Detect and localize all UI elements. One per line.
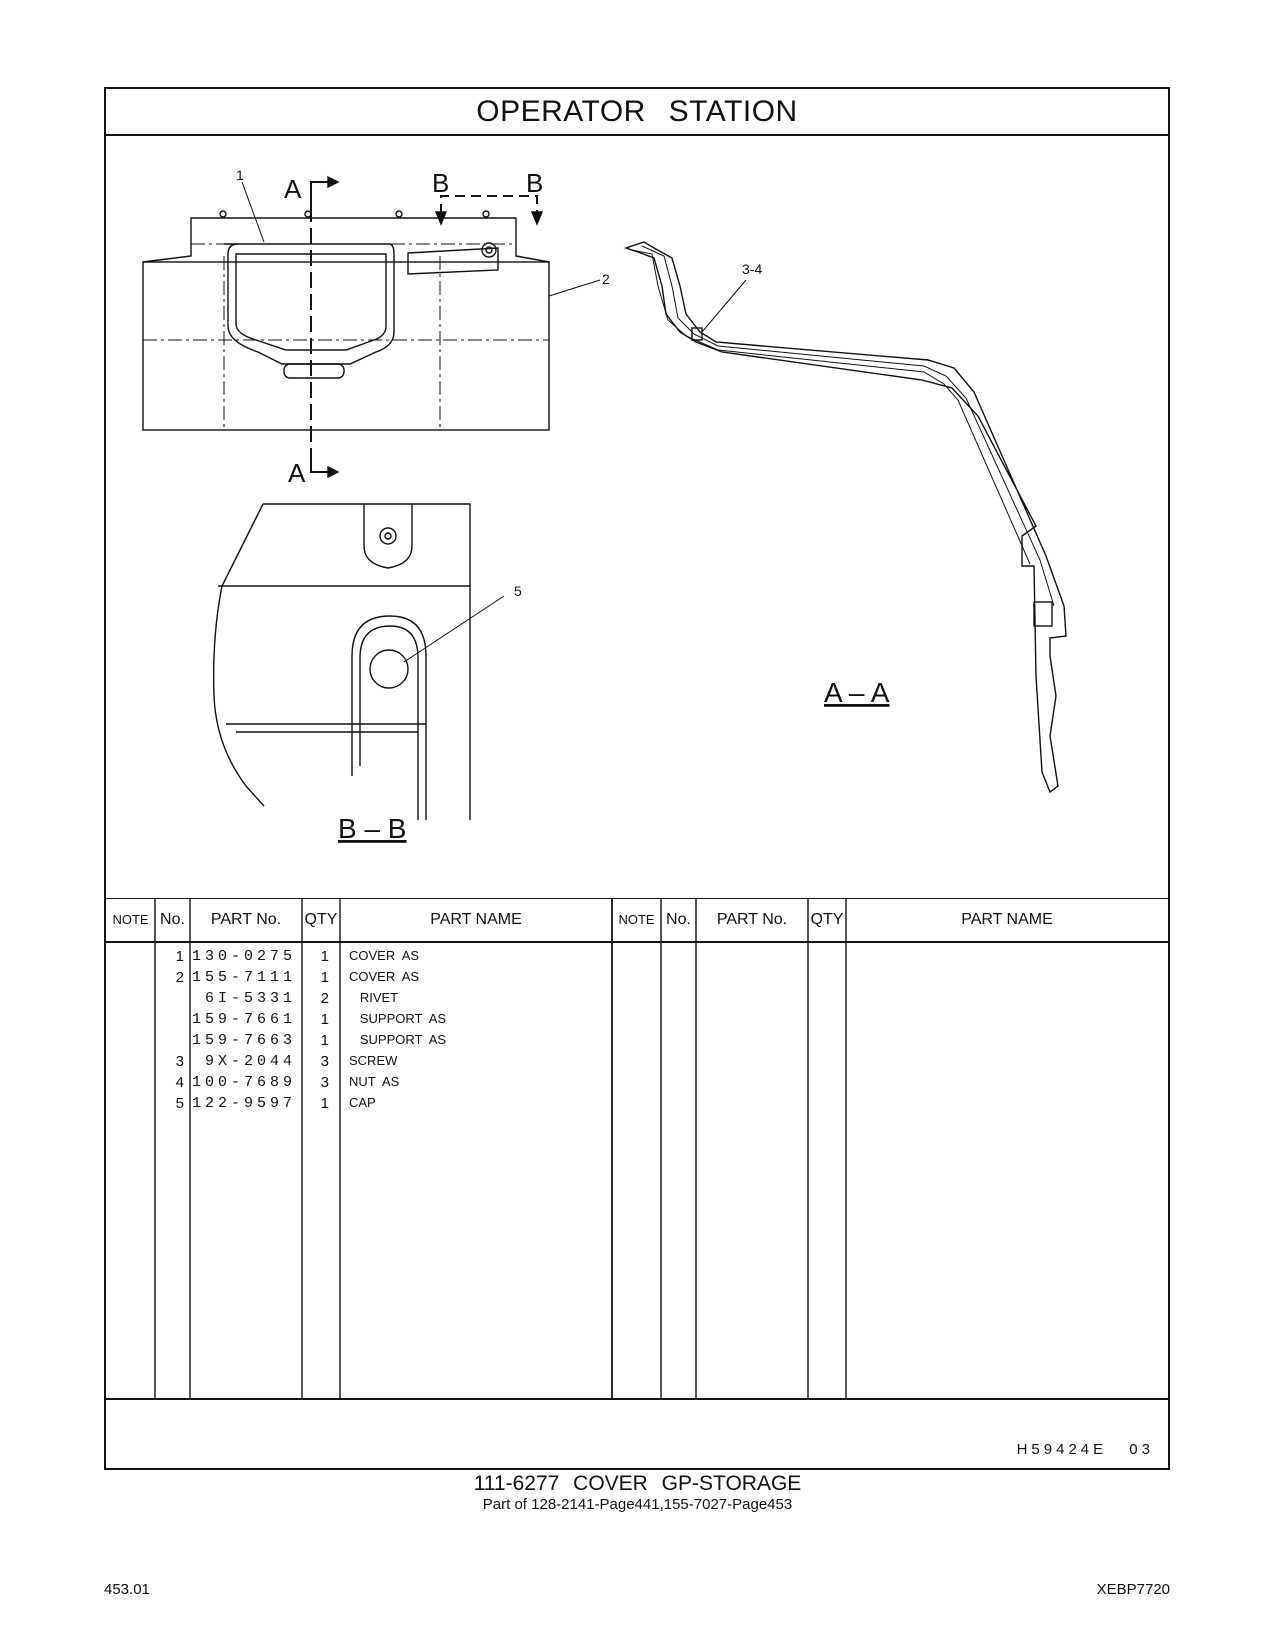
section-marker-a-top: A <box>284 174 302 204</box>
section-a-a-view <box>623 241 1067 794</box>
col-note-header: NOTE <box>112 912 149 927</box>
part-name: CAP <box>349 1095 376 1110</box>
parts-table: NOTE No. PART No. QTY PART NAME NOTE No.… <box>106 898 1168 1398</box>
callout-2: 2 <box>602 271 610 287</box>
callout-5: 5 <box>514 583 522 599</box>
item-number: 3 <box>175 1053 184 1070</box>
part-number: 130-0275 <box>191 948 296 965</box>
item-number: 2 <box>175 969 184 986</box>
group-reference: Part of 128-2141-Page441,155-7027-Page45… <box>482 1496 793 1513</box>
part-number: 122-9597 <box>191 1095 296 1112</box>
col-qty-header: QTY <box>304 911 338 928</box>
quantity: 1 <box>320 1095 329 1112</box>
section-marker-a-bottom: A <box>288 458 306 488</box>
item-number: 1 <box>175 948 184 965</box>
section-marker-b-left: B <box>432 168 449 198</box>
group-caption: 111-6277 COVER GP-STORAGE <box>473 1472 802 1495</box>
quantity: 3 <box>320 1053 329 1070</box>
part-number: 6I-5331 <box>204 990 296 1007</box>
col-note-header-right: NOTE <box>618 912 655 927</box>
part-name: NUT AS <box>349 1074 400 1089</box>
drawing-info-box: H59424E 03 <box>106 1398 1168 1470</box>
part-name: RIVET <box>349 990 399 1005</box>
page-title: OPERATOR STATION <box>106 89 1168 136</box>
callout-3-4: 3-4 <box>742 261 762 277</box>
col-part-no-header: PART No. <box>210 911 282 928</box>
quantity: 1 <box>320 948 329 965</box>
part-name: SCREW <box>349 1053 398 1068</box>
section-marker-b-right: B <box>526 168 543 198</box>
part-number: 100-7689 <box>191 1074 296 1091</box>
part-number: 155-7111 <box>191 969 296 986</box>
col-part-name-header-right: PART NAME <box>961 911 1053 928</box>
page-number: 453.01 <box>104 1581 150 1598</box>
col-no-header: No. <box>160 911 185 928</box>
quantity: 1 <box>320 1032 329 1049</box>
part-number: 159-7661 <box>191 1011 296 1028</box>
view-label-b-b: B – B <box>338 813 406 844</box>
quantity: 2 <box>320 990 329 1007</box>
parts-illustration: 1 2 3-4 5 A A B B A – A B – B <box>106 136 1168 898</box>
callout-1: 1 <box>236 167 244 183</box>
part-name: COVER AS <box>349 948 420 963</box>
col-no-header-right: No. <box>666 911 691 928</box>
section-b-b-view <box>212 503 505 820</box>
part-number: 159-7663 <box>191 1032 296 1049</box>
quantity: 1 <box>320 969 329 986</box>
page-frame: OPERATOR STATION <box>104 87 1170 1470</box>
drawing-code: H59424E 03 <box>1016 1441 1154 1458</box>
col-part-name-header: PART NAME <box>430 911 522 928</box>
col-part-no-header-right: PART No. <box>716 911 788 928</box>
item-number: 5 <box>175 1095 184 1112</box>
col-qty-header-right: QTY <box>810 911 844 928</box>
part-number: 9X-2044 <box>204 1053 296 1070</box>
top-view <box>142 175 601 479</box>
part-name: COVER AS <box>349 969 420 984</box>
item-number: 4 <box>175 1074 184 1091</box>
exploded-view-svg: 1 2 3-4 5 A A B B A – A B – B <box>142 167 1067 844</box>
view-label-a-a: A – A <box>824 677 890 708</box>
part-name: SUPPORT AS <box>349 1011 447 1026</box>
part-name: SUPPORT AS <box>349 1032 447 1047</box>
quantity: 1 <box>320 1011 329 1028</box>
document-id: XEBP7720 <box>1096 1581 1170 1598</box>
quantity: 3 <box>320 1074 329 1091</box>
